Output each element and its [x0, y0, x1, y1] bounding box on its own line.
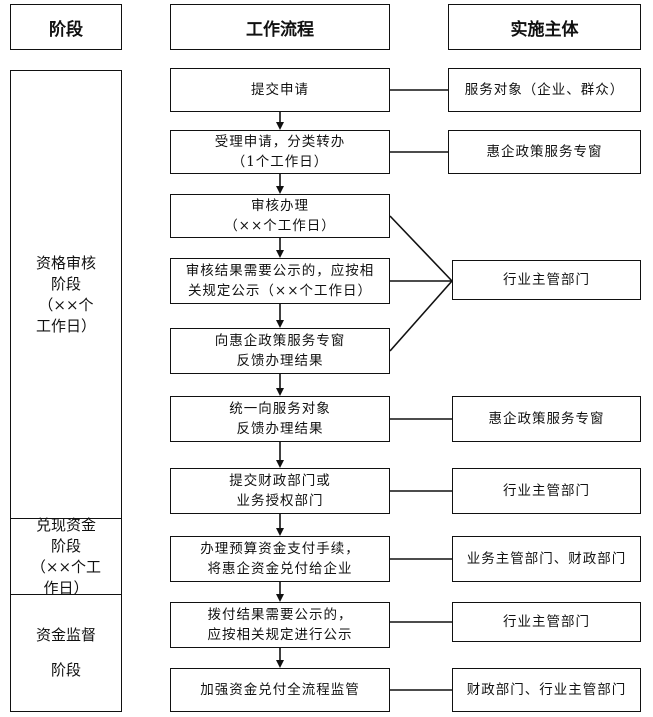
stage-supervision: 资金监督 阶段: [10, 594, 122, 712]
step-feedback-to-window: 向惠企政策服务专窗 反馈办理结果: [170, 328, 390, 374]
step-review: 审核办理 （××个工作日）: [170, 194, 390, 238]
actor-label: 惠企政策服务专窗: [486, 144, 603, 160]
step-budget-payment: 办理预算资金支付手续， 将惠企资金兑付给企业: [170, 536, 390, 582]
step-line: 业务授权部门: [236, 493, 324, 509]
actor-finance-and-industry: 财政部门、行业主管部门: [452, 668, 641, 712]
actor-industry-department-submit: 行业主管部门: [452, 468, 641, 514]
step-publicize-payment: 拨付结果需要公示的， 应按相关规定进行公示: [170, 602, 390, 648]
step-line: （1个工作日）: [231, 154, 329, 170]
stage-line: （××个工: [30, 558, 102, 576]
actor-label: 服务对象（企业、群众）: [464, 82, 625, 98]
stage-line: 阶段: [50, 275, 81, 293]
header-actor: 实施主体: [448, 4, 641, 50]
step-line: 拨付结果需要公示的，: [207, 607, 353, 623]
stage-redemption: 兑现资金 阶段 （××个工 作日）: [10, 516, 122, 597]
step-line: 统一向服务对象: [229, 401, 331, 417]
stage-line: 资金监督: [35, 626, 96, 644]
step-line: 将惠企资金兑付给企业: [207, 561, 353, 577]
step-line: 反馈办理结果: [236, 421, 324, 437]
stage-qualification: 资格审核 阶段 （××个 工作日）: [10, 70, 122, 520]
actor-label: 财政部门、行业主管部门: [466, 682, 627, 698]
actor-label: 业务主管部门、财政部门: [466, 551, 627, 567]
step-line: 加强资金兑付全流程监管: [200, 682, 360, 698]
header-workflow-label: 工作流程: [246, 19, 314, 40]
step-line: 关规定公示（××个工作日）: [187, 283, 373, 299]
step-accept-and-dispatch: 受理申请，分类转办 （1个工作日）: [170, 130, 390, 174]
stage-line: 阶段: [50, 661, 81, 679]
step-line: 反馈办理结果: [236, 353, 324, 369]
actor-service-window-feedback: 惠企政策服务专窗: [452, 396, 641, 442]
step-line: 审核办理: [251, 198, 309, 214]
actor-link-diagonal: [389, 280, 453, 352]
actor-label: 行业主管部门: [503, 272, 590, 288]
actor-service-window: 惠企政策服务专窗: [448, 130, 641, 174]
actor-industry-department-publicize: 行业主管部门: [452, 602, 641, 642]
step-feedback-to-applicant: 统一向服务对象 反馈办理结果: [170, 396, 390, 442]
actor-label: 行业主管部门: [503, 614, 590, 630]
stage-line: 资格审核: [35, 254, 96, 272]
actor-label: 行业主管部门: [503, 483, 590, 499]
actor-industry-department: 行业主管部门: [452, 260, 641, 300]
step-submit-application: 提交申请: [170, 68, 390, 112]
header-stage: 阶段: [10, 4, 122, 50]
step-line: 提交财政部门或: [229, 473, 331, 489]
step-line: 提交申请: [251, 82, 309, 98]
stage-line: 阶段: [50, 537, 81, 555]
stage-line: （××个: [38, 296, 94, 314]
step-supervise-process: 加强资金兑付全流程监管: [170, 668, 390, 712]
stage-line: 作日）: [43, 579, 89, 597]
actor-applicant: 服务对象（企业、群众）: [448, 68, 641, 112]
actor-label: 惠企政策服务专窗: [488, 411, 605, 427]
step-line: 受理申请，分类转办: [214, 134, 346, 150]
stage-line: 兑现资金: [35, 516, 96, 534]
step-submit-to-finance: 提交财政部门或 业务授权部门: [170, 468, 390, 514]
actor-business-and-finance: 业务主管部门、财政部门: [452, 536, 641, 582]
header-actor-label: 实施主体: [510, 19, 579, 40]
step-line: 办理预算资金支付手续，: [200, 541, 360, 557]
step-line: 向惠企政策服务专窗: [214, 333, 346, 349]
step-line: 审核结果需要公示的，应按相: [185, 263, 375, 279]
step-line: （××个工作日）: [224, 218, 336, 234]
stage-line: 工作日）: [35, 317, 96, 335]
header-workflow: 工作流程: [170, 4, 390, 50]
actor-link-diagonal: [389, 215, 453, 282]
step-publicize-review-result: 审核结果需要公示的，应按相 关规定公示（××个工作日）: [170, 258, 390, 304]
step-line: 应按相关规定进行公示: [207, 627, 353, 643]
header-stage-label: 阶段: [49, 19, 83, 40]
